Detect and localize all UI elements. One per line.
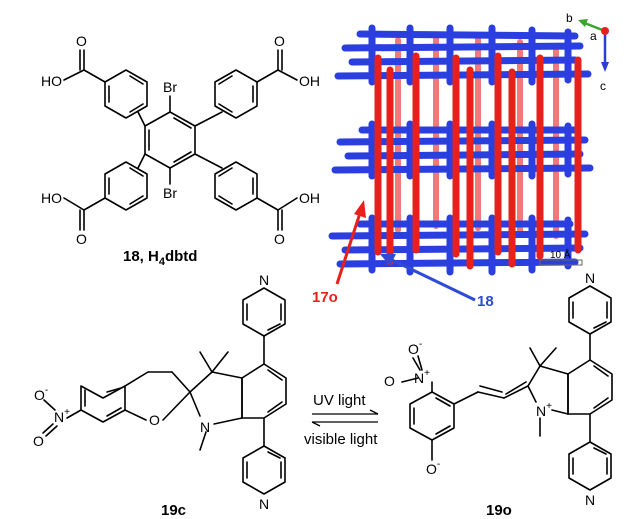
phenolate-oxygen-19o: O- [426, 459, 440, 477]
bromine-bottom: Br [163, 185, 177, 201]
pyridine-nitrogen-top-19c: N [259, 272, 269, 288]
bromine-top: Br [163, 79, 177, 95]
compound-18-caption: 18, H4dbtd [123, 248, 197, 268]
compound-18-atom-labels: O HO O OH HO O OH O Br Br [41, 33, 320, 247]
forward-condition: UV light [313, 392, 366, 409]
compound-19c-atom-labels: N+ O- O O N N N [33, 272, 269, 512]
compound-19c-caption: 19c [161, 502, 186, 519]
axis-label-c: c [600, 79, 606, 93]
indoline-nitrogen-19c: N [200, 419, 210, 435]
axis-label-a: a [590, 29, 597, 43]
nitro-nitrogen-19o: N+ [414, 368, 430, 386]
compound-19o-atom-labels: O- N+ O O- N+ N N [384, 270, 595, 508]
axis-triad: b a c [566, 11, 609, 93]
axis-label-b: b [566, 11, 573, 25]
layer-pointer [380, 254, 476, 302]
nitro-oxygen-minus-19c: O- [34, 385, 48, 403]
equilibrium-arrows [311, 409, 379, 427]
acid-oxygen-top-left: O [76, 33, 87, 49]
acid-oxygen-top-right: O [274, 33, 285, 49]
acid-oxygen-bottom-left: O [76, 231, 87, 247]
pillar-label: 17o [312, 289, 338, 306]
pyridine-nitrogen-bottom-19o: N [585, 492, 595, 508]
pillars-front [374, 52, 582, 270]
compound-19o-caption: 19o [486, 502, 512, 519]
nitro-oxygen-19o: O [384, 373, 395, 389]
acid-hydroxyl-top-right: OH [299, 73, 320, 89]
indolium-nitrogen-19o: N+ [536, 401, 552, 419]
pyridine-nitrogen-bottom-19c: N [259, 496, 269, 512]
pillar-pointer [335, 200, 366, 285]
acid-oxygen-bottom-right: O [274, 231, 285, 247]
compound-19c-structure [42, 287, 287, 495]
framework-structure [328, 24, 594, 276]
reverse-condition: visible light [304, 431, 378, 448]
compound-18-structure [63, 49, 298, 231]
layer-middle [331, 120, 594, 180]
acid-hydroxyl-bottom-left: HO [41, 190, 62, 206]
nitro-oxygen-minus-19o: O- [408, 339, 422, 357]
nitro-oxygen-19c: O [33, 433, 44, 449]
layer-top [334, 24, 592, 86]
scale-bar: 10 Å [539, 248, 583, 266]
layer-label: 18 [477, 293, 494, 310]
acid-hydroxyl-top-left: HO [41, 73, 62, 89]
pyridine-nitrogen-top-19o: N [585, 270, 595, 286]
compound-19o-structure [401, 285, 613, 491]
nitro-nitrogen-19c: N+ [54, 407, 70, 425]
acid-hydroxyl-bottom-right: OH [299, 190, 320, 206]
scale-bar-label: 10 Å [550, 248, 571, 261]
pyran-oxygen-19c: O [149, 412, 160, 428]
